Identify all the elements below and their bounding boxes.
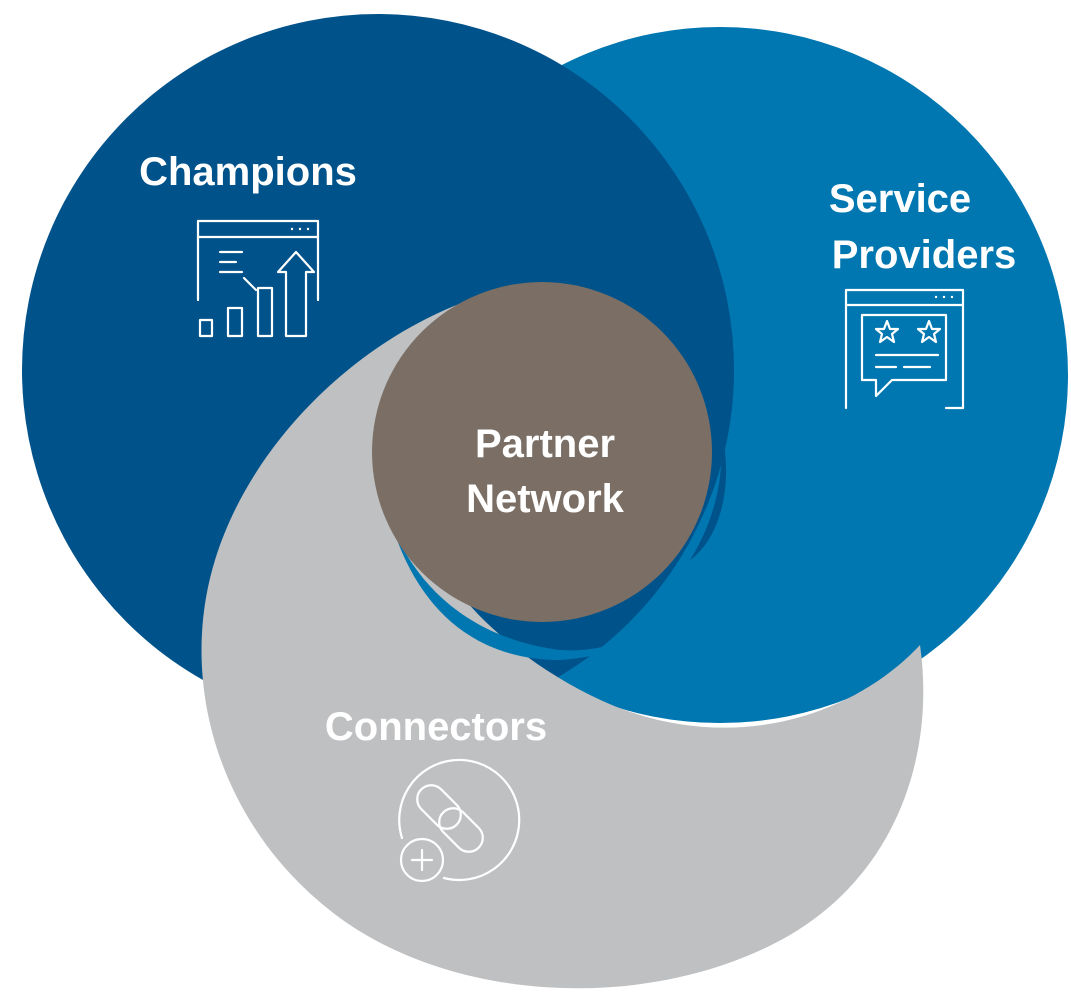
growth-chart-icon: [196, 219, 320, 338]
service-providers-label-line2: Providers: [832, 233, 1017, 277]
champions-inner-sliver: [690, 420, 727, 560]
partner-network-label-line1: Partner: [475, 422, 615, 466]
link-add-icon: [398, 758, 521, 883]
connectors-label: Connectors: [325, 705, 547, 749]
partner-network-center: [372, 282, 712, 622]
partner-network-label-line2: Network: [466, 477, 625, 521]
service-providers-label-line1: Service: [829, 177, 971, 221]
champions-label: Champions: [139, 150, 357, 194]
review-stars-icon: [844, 288, 965, 410]
connectors-blue-lobe: [392, 525, 712, 660]
